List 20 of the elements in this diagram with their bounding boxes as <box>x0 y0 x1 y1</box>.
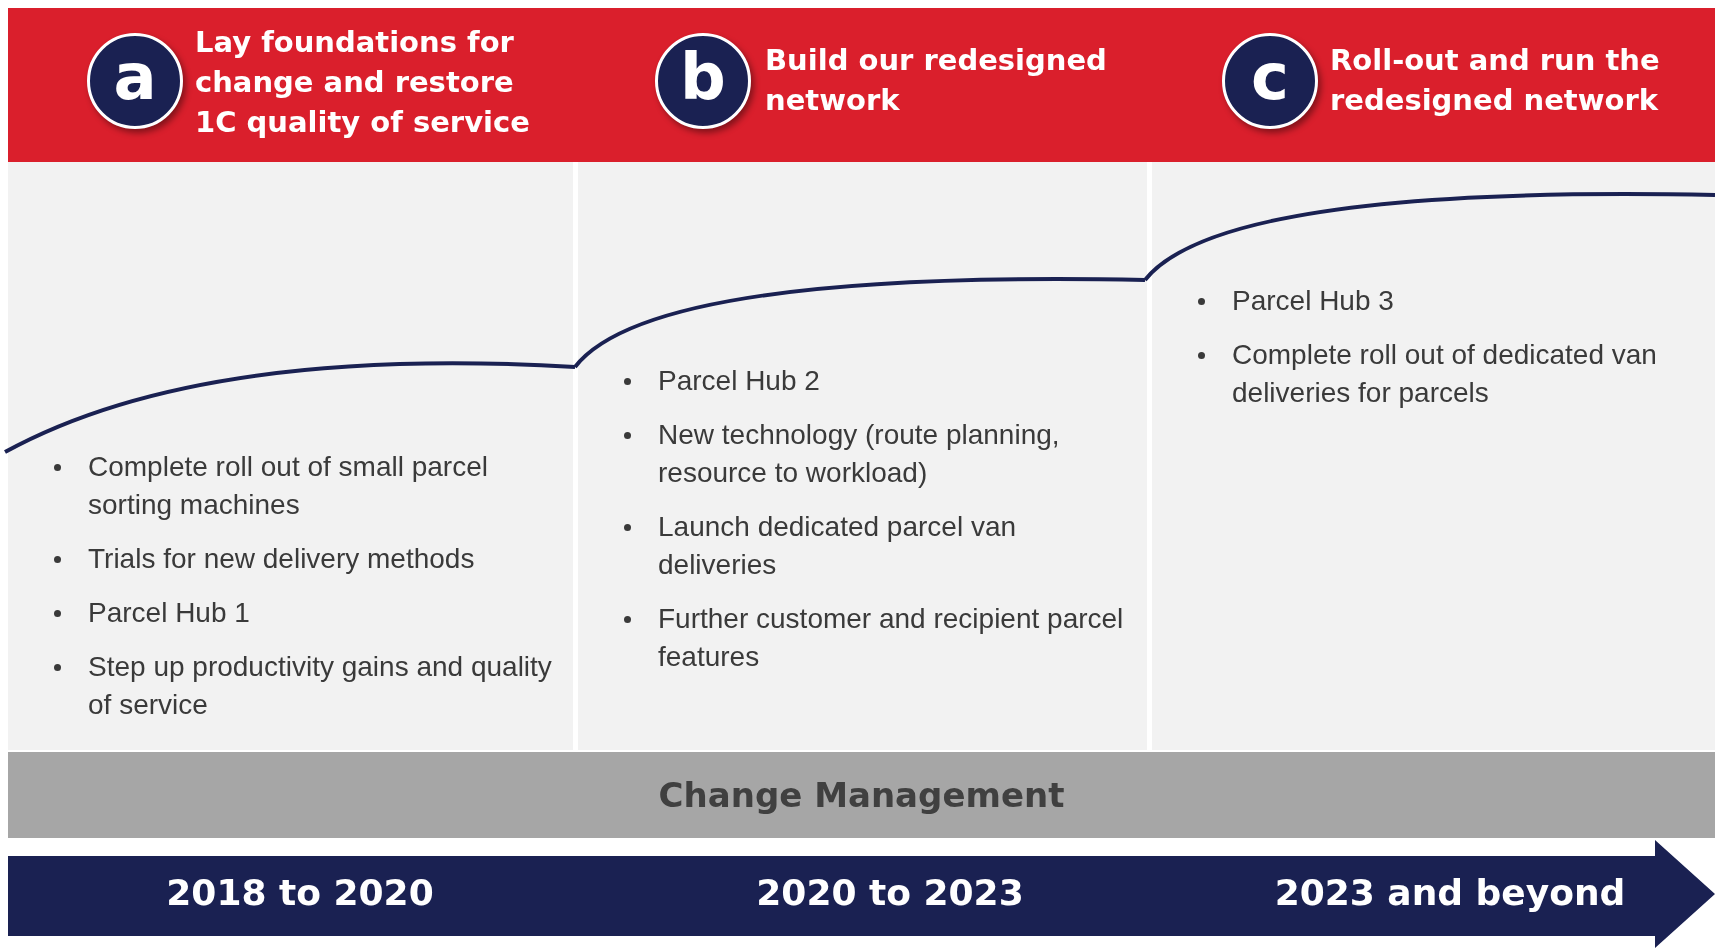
bullet-text: New technology (route planning, resource to workload) <box>658 419 1060 488</box>
change-management-band: Change Management <box>8 752 1715 838</box>
bullet-text: Step up productivity gains and quality of service <box>88 651 552 720</box>
phase-heading: Build our redesigned network <box>765 42 1108 119</box>
year-label: 2020 to 2023 <box>755 872 1025 913</box>
phase-panel <box>1152 162 1715 750</box>
bullet-text: Complete roll out of dedicated van deliveries for parcels <box>1232 339 1657 408</box>
bullet-text: Parcel Hub 2 <box>658 365 820 396</box>
bullet-text: Complete roll out of small parcel sorting machines <box>88 451 488 520</box>
bullet-text: Further customer and recipient parcel features <box>658 603 1124 672</box>
bullet-text: Parcel Hub 1 <box>88 597 250 628</box>
year-label: 2023 and beyond <box>1273 872 1627 913</box>
bullet-text: Trials for new delivery methods <box>88 543 475 574</box>
phase-panel <box>578 162 1147 750</box>
bullet-text: Parcel Hub 3 <box>1232 285 1394 316</box>
year-label: 2018 to 2020 <box>165 872 435 913</box>
phase-heading: Lay foundations for change and restore 1C quality of service <box>195 24 531 141</box>
bullet-text: Launch dedicated parcel van deliveries <box>658 511 1017 580</box>
phase-panel <box>8 162 573 750</box>
phase-heading: Roll-out and run the redesigned network <box>1330 42 1661 119</box>
